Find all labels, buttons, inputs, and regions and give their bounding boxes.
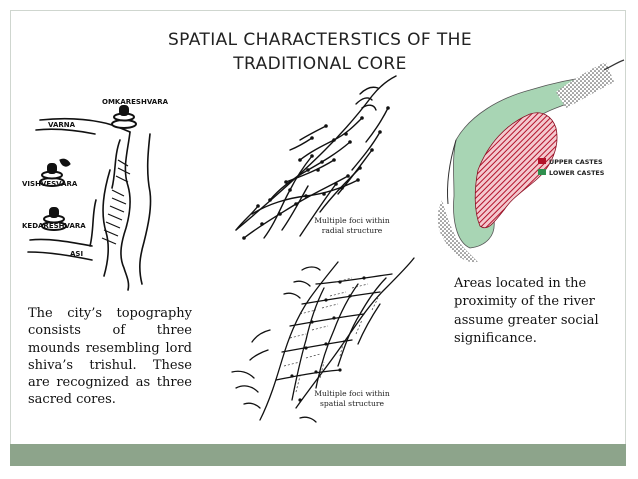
slide-title: SPATIAL CHARACTERSTICS OF THE TRADITIONA… [120,28,520,76]
right-description: Areas located in the proximity of the ri… [454,276,599,347]
caption-spatial-structure: Multiple foci within spatial structure [314,389,390,408]
title-line-1: SPATIAL CHARACTERSTICS OF THE [167,30,473,50]
title-line-2: TRADITIONAL CORE [233,54,407,74]
footer-bar [10,444,626,466]
caption-radial-structure: Multiple foci within radial structure [314,216,390,235]
left-description: The city’s topography consists of three … [28,306,192,408]
